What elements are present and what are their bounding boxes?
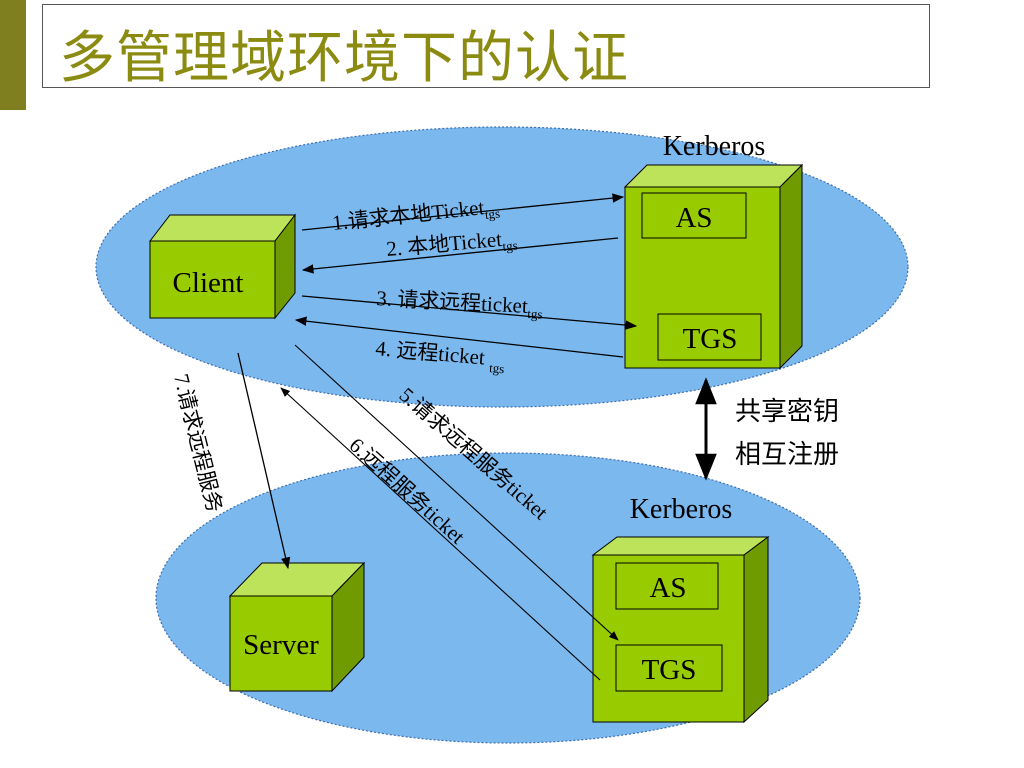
label-arrow-1-sub: tgs — [484, 205, 501, 222]
shared-key-line-2: 相互注册 — [735, 440, 839, 469]
client-label: Client — [173, 267, 244, 299]
bottom-as-label: AS — [649, 572, 686, 604]
top-tgs-label: TGS — [683, 323, 738, 355]
label-arrow-7: 7.请求远程服务 — [169, 371, 227, 514]
arrow-6 — [280, 387, 601, 681]
accent-bar — [0, 0, 26, 110]
top-kerberos-box: AS TGS — [623, 163, 804, 370]
arrow-2 — [301, 237, 619, 274]
label-arrow-3-sub: tgs — [527, 306, 543, 322]
bottom-kerberos-label: Kerberos — [630, 494, 733, 525]
slide-title: 多管理域环境下的认证 — [59, 26, 629, 91]
arrow-5 — [294, 344, 619, 641]
bottom-tgs-label: TGS — [642, 654, 697, 686]
bottom-kerberos-box: AS TGS — [591, 536, 770, 724]
bottom-tgs-box — [615, 644, 723, 692]
arrow-3 — [301, 295, 638, 330]
top-as-box — [641, 192, 747, 239]
client-box: Client — [148, 213, 297, 320]
arrow-7 — [237, 352, 291, 570]
arrow-1 — [301, 193, 625, 231]
title-box: 多管理域环境下的认证 — [42, 4, 930, 91]
top-kerberos-label: Kerberos — [663, 131, 766, 162]
shared-key-line-1: 共享密钥 — [735, 397, 839, 426]
arrow-4 — [294, 316, 624, 358]
top-as-label: AS — [675, 202, 712, 234]
server-box: Server — [228, 561, 366, 693]
label-arrow-2-sub: tgs — [502, 238, 518, 254]
bottom-as-box — [615, 562, 719, 610]
server-label: Server — [243, 629, 319, 661]
top-tgs-box — [657, 313, 762, 361]
label-arrow-4-sub: tgs — [489, 360, 505, 376]
